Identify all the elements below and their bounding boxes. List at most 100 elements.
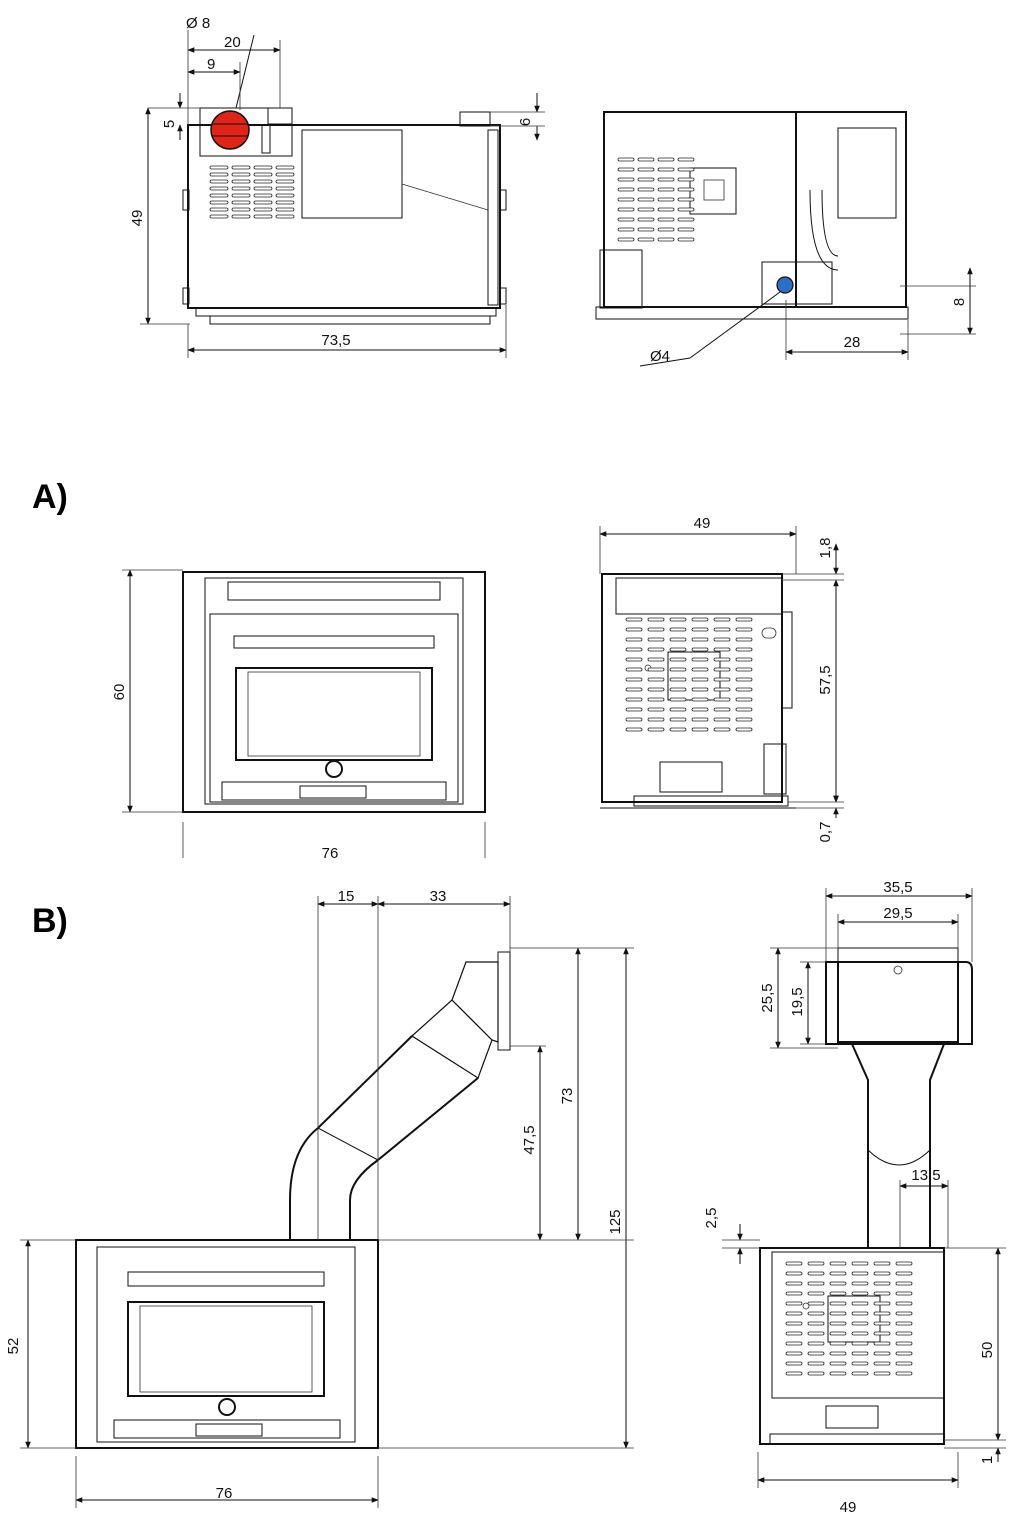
- vent-slot: [647, 707, 665, 712]
- vent-slot: [807, 1281, 825, 1286]
- view-b-side-dimensions: [722, 888, 1006, 1488]
- vent-slot: [275, 214, 295, 219]
- vent-slot: [231, 214, 251, 219]
- vent-slot: [209, 186, 229, 191]
- vent-slot: [735, 637, 753, 642]
- vent-slot: [873, 1321, 891, 1326]
- vent-slot: [735, 687, 753, 692]
- vent-slot: [637, 207, 655, 212]
- vent-slot: [785, 1271, 803, 1276]
- vent-slot: [713, 697, 731, 702]
- top-view-dim-6: 6: [517, 118, 534, 126]
- vent-slot: [691, 657, 709, 662]
- vent-slot: [669, 717, 687, 722]
- vent-slot: [807, 1311, 825, 1316]
- vent-slot: [253, 179, 273, 184]
- vent-slot: [669, 627, 687, 632]
- vent-slot: [253, 193, 273, 198]
- vent-slot: [851, 1261, 869, 1266]
- vent-slot: [275, 179, 295, 184]
- vent-slot: [713, 627, 731, 632]
- vent-slot: [669, 697, 687, 702]
- view-b-front-dim-47-5: 47,5: [521, 1125, 538, 1154]
- vent-slot: [873, 1261, 891, 1266]
- vent-slot: [617, 157, 635, 162]
- vent-slot: [895, 1261, 913, 1266]
- vent-slot: [691, 727, 709, 732]
- vent-slot: [735, 657, 753, 662]
- vent-slot: [873, 1281, 891, 1286]
- vent-slot: [873, 1351, 891, 1356]
- vent-slot: [647, 717, 665, 722]
- vent-slot: [253, 165, 273, 170]
- vent-slot: [735, 697, 753, 702]
- vent-slot: [625, 717, 643, 722]
- vent-slot: [713, 687, 731, 692]
- section-b-label: B): [32, 902, 68, 940]
- side-view-dim-28: 28: [844, 334, 861, 351]
- vent-slot: [873, 1361, 891, 1366]
- vent-slot: [657, 177, 675, 182]
- vent-slot: [691, 677, 709, 682]
- vent-slot: [275, 165, 295, 170]
- vent-slot: [657, 167, 675, 172]
- vent-slot: [713, 707, 731, 712]
- vent-slot: [617, 187, 635, 192]
- view-b-side-dim-29-5: 29,5: [883, 905, 912, 922]
- view-a-side-dim-1-8: 1,8: [817, 538, 834, 559]
- vent-slot: [735, 627, 753, 632]
- vent-slot: [637, 217, 655, 222]
- vent-slot: [785, 1371, 803, 1376]
- vent-slot: [851, 1351, 869, 1356]
- side-view-dimensions: [785, 267, 976, 360]
- vent-slot: [625, 617, 643, 622]
- vent-slot: [209, 179, 229, 184]
- top-view-dim-20: 20: [224, 34, 241, 51]
- vent-slot: [691, 717, 709, 722]
- vent-slot: [669, 647, 687, 652]
- vent-slot: [807, 1341, 825, 1346]
- vent-slot: [691, 647, 709, 652]
- vent-slot: [713, 657, 731, 662]
- vent-slot: [669, 727, 687, 732]
- vent-slot: [807, 1361, 825, 1366]
- vent-slot: [253, 214, 273, 219]
- vent-slot: [637, 157, 655, 162]
- vent-slot: [691, 667, 709, 672]
- vent-slot: [669, 657, 687, 662]
- vent-slot: [625, 727, 643, 732]
- vent-slot: [625, 677, 643, 682]
- view-a-side-drawing: [600, 573, 796, 809]
- red-circle-icon: [210, 110, 250, 150]
- vent-slot: [275, 193, 295, 198]
- vent-slot: [275, 186, 295, 191]
- vent-slot: [851, 1341, 869, 1346]
- vent-slot: [829, 1291, 847, 1296]
- view-a-front-dim-60: 60: [111, 684, 128, 701]
- vent-slot: [735, 677, 753, 682]
- vent-slot: [785, 1301, 803, 1306]
- vent-slot: [657, 197, 675, 202]
- vent-slot: [647, 677, 665, 682]
- vent-slot: [637, 177, 655, 182]
- view-b-front-drawing: [75, 951, 511, 1449]
- vent-slot: [873, 1311, 891, 1316]
- vent-slot: [677, 227, 695, 232]
- view-a-front-drawing: [182, 571, 486, 813]
- view-b-side-dim-19-5: 19,5: [789, 987, 806, 1016]
- vent-slot: [231, 186, 251, 191]
- vent-slot: [691, 617, 709, 622]
- top-view-dim-5: 5: [161, 120, 178, 128]
- vent-slot: [647, 727, 665, 732]
- vent-slot: [829, 1261, 847, 1266]
- vent-slot: [873, 1271, 891, 1276]
- vent-slot: [735, 647, 753, 652]
- vent-slot: [253, 172, 273, 177]
- vent-slot: [657, 187, 675, 192]
- vent-slot: [647, 697, 665, 702]
- vent-slot: [677, 207, 695, 212]
- vent-slot: [807, 1351, 825, 1356]
- vent-slot: [637, 237, 655, 242]
- vent-slot: [785, 1321, 803, 1326]
- vent-slot: [713, 667, 731, 672]
